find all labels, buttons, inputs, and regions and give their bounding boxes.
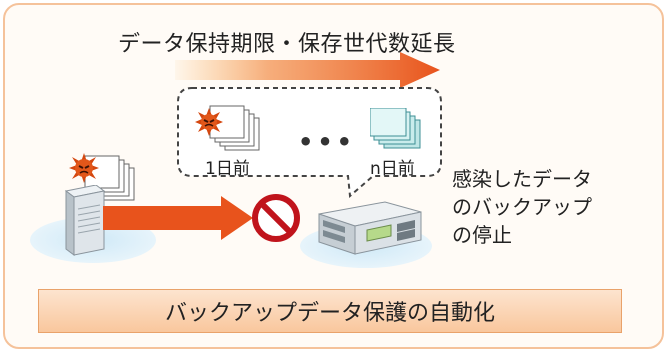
- infected-backup-stop-note: 感染したデータ のバックアップ の停止: [452, 165, 592, 249]
- generation-last-label: n日前: [370, 159, 415, 179]
- side-note-line-3: の停止: [452, 223, 512, 247]
- storage-device-icon: [318, 201, 422, 255]
- generation-first-label: 1日前: [205, 159, 250, 179]
- automation-banner: バックアップデータ保護の自動化: [38, 289, 622, 333]
- prohibited-icon: [252, 194, 300, 242]
- top-label: データ保持期限・保存世代数延長: [118, 32, 456, 57]
- side-note-line-2: のバックアップ: [452, 195, 592, 219]
- side-note-line-1: 感染したデータ: [452, 167, 592, 191]
- clean-document-stack-icon: [370, 108, 421, 149]
- generation-ellipsis: •••: [298, 128, 357, 156]
- infected-document-stack-icon: [195, 105, 260, 151]
- retention-extension-arrow: [175, 52, 440, 88]
- infected-data-icon: [69, 153, 135, 201]
- backup-flow-arrow: [103, 196, 253, 240]
- server-icon: [64, 185, 106, 256]
